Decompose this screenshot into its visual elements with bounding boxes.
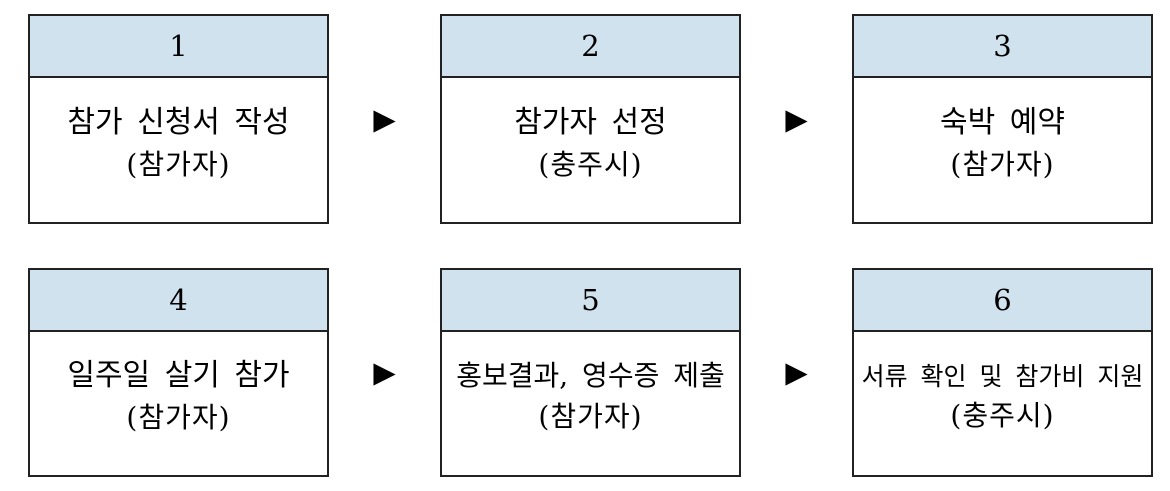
step-actor: (충주시): [538, 147, 643, 181]
step-actor: (참가자): [538, 400, 643, 433]
step-body: 숙박 예약 (참가자): [854, 78, 1151, 222]
step-body: 일주일 살기 참가 (참가자): [30, 332, 327, 475]
flow-row-2: 4 일주일 살기 참가 (참가자) ▶ 5 홍보결과, 영수증 제출 (참가자)…: [28, 268, 1153, 477]
step-body: 참가자 선정 (충주시): [442, 78, 739, 222]
step-number: 4: [30, 270, 327, 332]
arrow-right-icon: ▶: [785, 101, 808, 136]
step-number: 5: [442, 270, 739, 332]
step-body: 서류 확인 및 참가비 지원 (충주시): [854, 332, 1151, 475]
step-number: 6: [854, 270, 1151, 332]
step-box-1: 1 참가 신청서 작성 (참가자): [28, 14, 329, 224]
step-actor: (충주시): [950, 398, 1055, 432]
step-title: 홍보결과, 영수증 제출: [456, 359, 725, 392]
flow-row-1: 1 참가 신청서 작성 (참가자) ▶ 2 참가자 선정 (충주시) ▶ 3 숙…: [28, 14, 1153, 224]
step-title: 서류 확인 및 참가비 지원: [861, 361, 1144, 391]
step-box-4: 4 일주일 살기 참가 (참가자): [28, 268, 329, 477]
arrow-right-icon: ▶: [785, 355, 808, 389]
step-box-3: 3 숙박 예약 (참가자): [852, 14, 1153, 224]
step-number: 2: [442, 16, 739, 78]
step-box-6: 6 서류 확인 및 참가비 지원 (충주시): [852, 268, 1153, 477]
step-box-2: 2 참가자 선정 (충주시): [440, 14, 741, 224]
step-actor: (참가자): [126, 401, 231, 434]
step-title: 참가자 선정: [514, 104, 667, 140]
step-title: 숙박 예약: [940, 104, 1065, 140]
step-actor: (참가자): [126, 147, 231, 181]
step-title: 참가 신청서 작성: [67, 104, 290, 140]
arrow-right-icon: ▶: [373, 355, 396, 389]
step-body: 홍보결과, 영수증 제출 (참가자): [442, 332, 739, 475]
step-actor: (참가자): [950, 147, 1055, 181]
step-title: 일주일 살기 참가: [67, 358, 290, 393]
arrow-right-icon: ▶: [373, 101, 396, 136]
step-box-5: 5 홍보결과, 영수증 제출 (참가자): [440, 268, 741, 477]
step-number: 1: [30, 16, 327, 78]
step-body: 참가 신청서 작성 (참가자): [30, 78, 327, 222]
step-number: 3: [854, 16, 1151, 78]
